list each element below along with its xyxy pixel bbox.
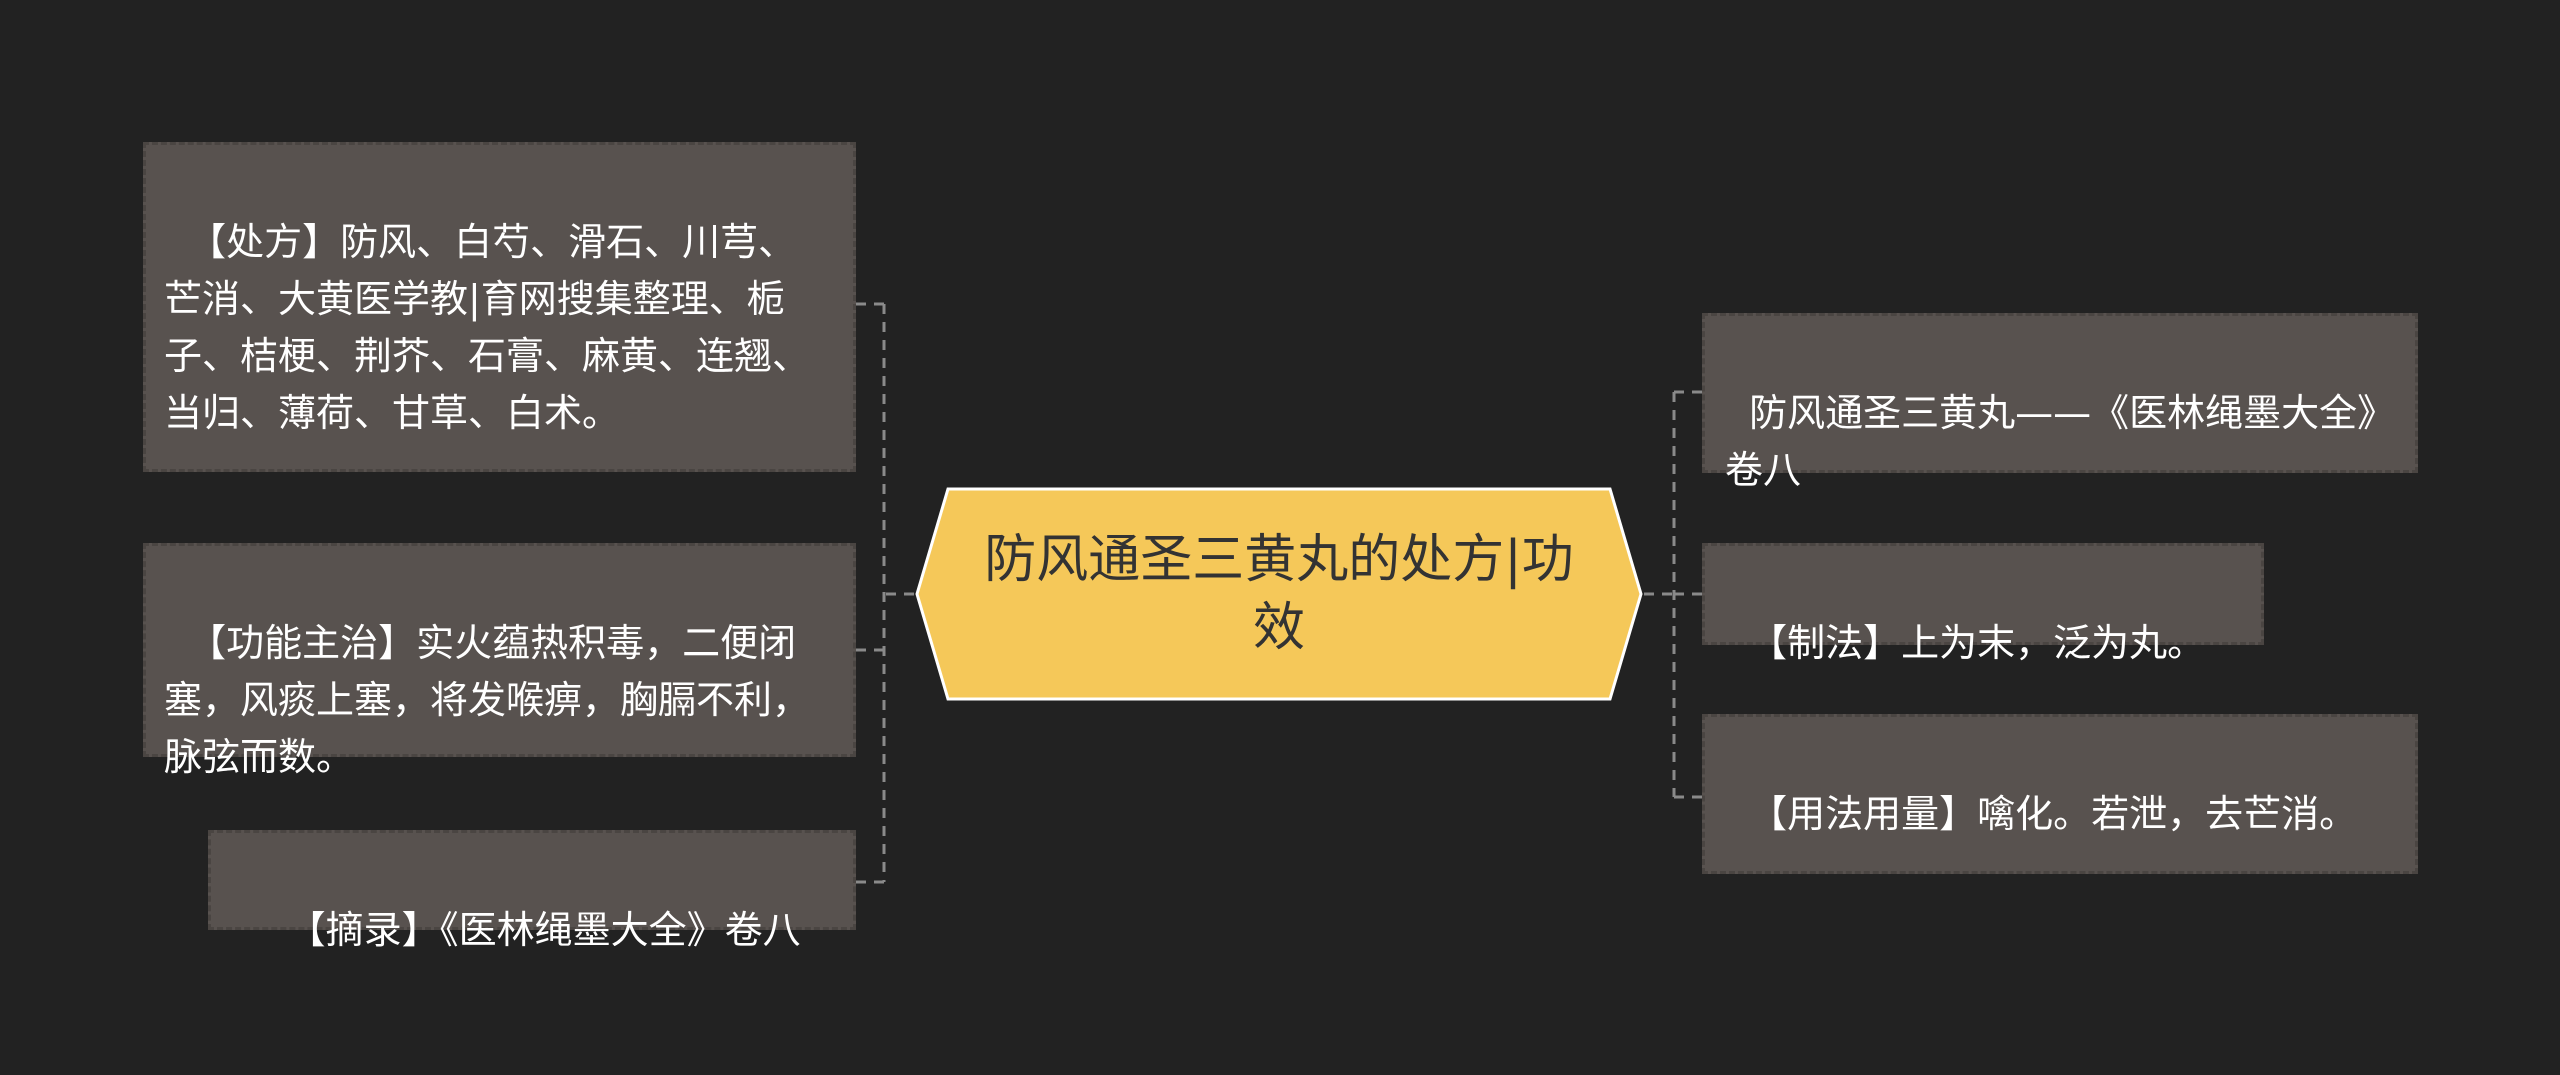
right-node-usage-text: 【用法用量】噙化。若泄，去芒消。 (1749, 792, 2358, 836)
right-node-title[interactable]: 防风通圣三黄丸——《医林绳墨大全》卷八 (1702, 313, 2418, 492)
left-node-indications[interactable]: 【功能主治】实火蕴热积毒，二便闭塞，风痰上塞，将发喉痹，胸膈不利，脉弦而数。 (143, 543, 856, 779)
right-node-title-text: 防风通圣三黄丸——《医林绳墨大全》卷八 (1725, 391, 2377, 492)
center-title: 防风通圣三黄丸的处方|功效 (984, 530, 1574, 658)
right-node-usage[interactable]: 【用法用量】噙化。若泄，去芒消。 (1702, 714, 2418, 874)
left-node-prescription[interactable]: 【处方】防风、白芍、滑石、川芎、芒消、大黄医学教|育网搜集整理、栀子、桔梗、荆芥… (143, 142, 856, 472)
left-node-prescription-text: 【处方】防风、白芍、滑石、川芎、芒消、大黄医学教|育网搜集整理、栀子、桔梗、荆芥… (164, 220, 811, 435)
left-node-source[interactable]: 【摘录】《医林绳墨大全》卷八 (208, 830, 856, 952)
left-node-indications-text: 【功能主治】实火蕴热积毒，二便闭塞，风痰上塞，将发喉痹，胸膈不利，脉弦而数。 (164, 621, 811, 779)
right-node-preparation-text: 【制法】上为末，泛为丸。 (1749, 621, 2206, 665)
center-hexagon-shape (915, 487, 1643, 701)
right-node-preparation[interactable]: 【制法】上为末，泛为丸。 (1702, 543, 2264, 665)
center-topic[interactable]: 防风通圣三黄丸的处方|功效 (914, 486, 1644, 702)
left-node-source-text: 【摘录】《医林绳墨大全》卷八 (287, 908, 801, 952)
